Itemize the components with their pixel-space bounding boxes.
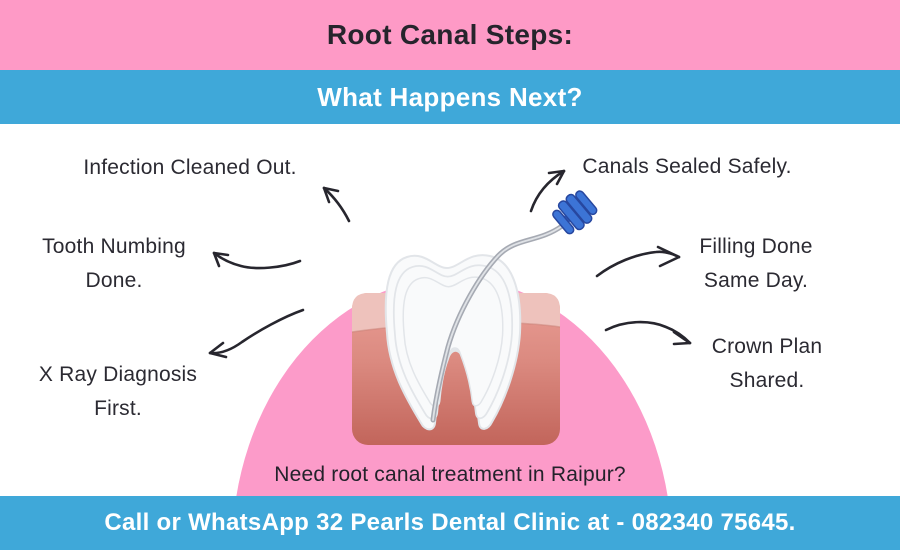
step-label-canals: Canals Sealed Safely. xyxy=(582,155,792,178)
endo-file-wire xyxy=(430,223,565,423)
endo-file-handle xyxy=(552,190,598,235)
tooth-cross-section xyxy=(384,254,522,431)
footer-bar: Call or WhatsApp 32 Pearls Dental Clinic… xyxy=(0,496,900,550)
step-label-infection: Infection Cleaned Out. xyxy=(83,156,297,179)
footer-contact-text: Call or WhatsApp 32 Pearls Dental Clinic… xyxy=(104,509,796,536)
page-title: Root Canal Steps: xyxy=(326,19,574,50)
title-bar: Root Canal Steps: xyxy=(0,0,900,70)
arrow-to-numbing-icon xyxy=(212,251,302,270)
step-label-filling: Filling Done Same Day. xyxy=(699,235,813,292)
arrow-to-xray-icon xyxy=(208,308,305,359)
step-label-crown: Crown Plan Shared. xyxy=(711,335,823,392)
cta-question: Need root canal treatment in Raipur? xyxy=(274,463,626,486)
subtitle-bar: What Happens Next? xyxy=(0,70,900,124)
step-label-xray: X Ray Diagnosis First. xyxy=(38,363,198,420)
page-subtitle: What Happens Next? xyxy=(317,81,583,112)
tooth-illustration xyxy=(351,190,598,445)
step-label-numbing: Tooth Numbing Done. xyxy=(42,235,186,292)
